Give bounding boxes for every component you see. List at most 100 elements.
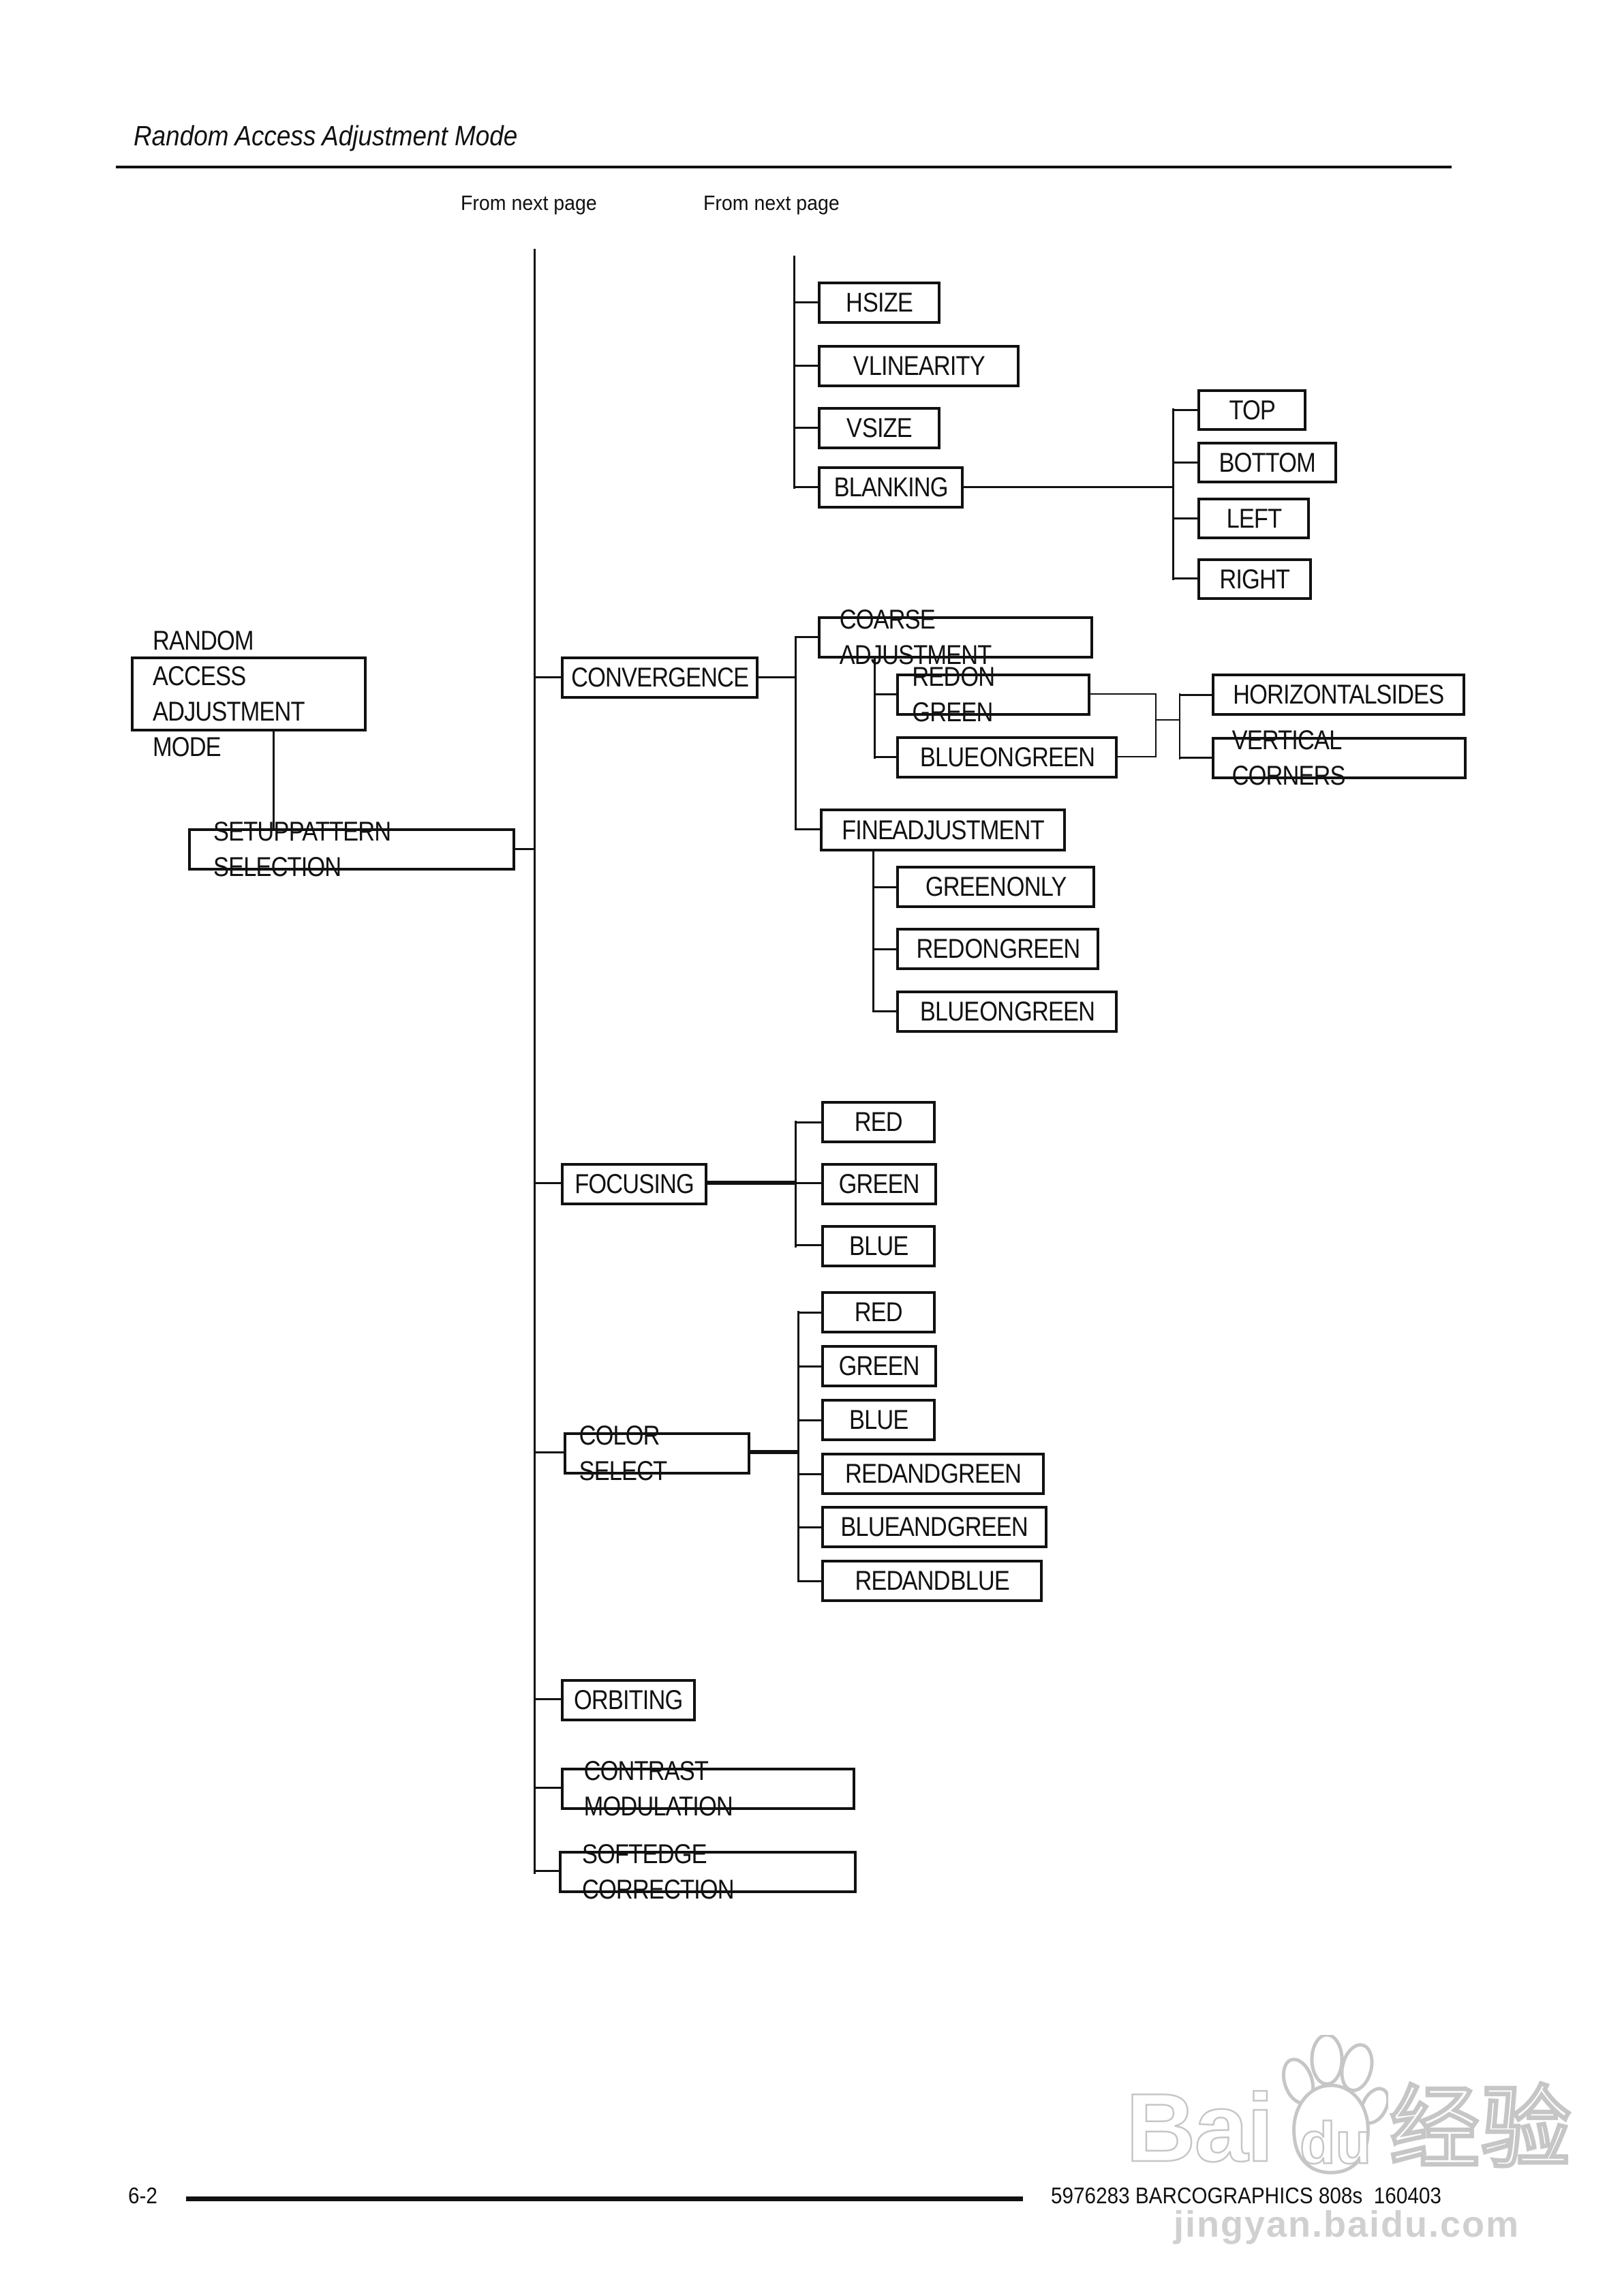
connector-line xyxy=(1155,719,1179,721)
menu-box-focusing-red: RED xyxy=(821,1101,936,1143)
connector-line xyxy=(797,1311,799,1582)
connector-line xyxy=(116,166,1452,168)
menu-box-label: V SIZE xyxy=(846,413,913,443)
menu-box-right: RIGHT xyxy=(1197,558,1312,600)
connector-line xyxy=(872,948,896,950)
connector-line xyxy=(795,1121,821,1123)
connector-line xyxy=(874,693,896,695)
page-title: Random Access Adjustment Mode xyxy=(134,120,518,151)
connector-line xyxy=(795,1121,797,1248)
connector-line xyxy=(534,249,536,1874)
menu-box-label: RED xyxy=(854,1297,903,1327)
menu-box-label: RED xyxy=(854,1107,903,1137)
menu-box-label: SOFT EDGE CORRECTION xyxy=(582,1839,735,1905)
menu-box-color-select-red: RED xyxy=(821,1291,936,1333)
connector-line xyxy=(515,848,534,850)
menu-box-orbiting: ORBITING xyxy=(561,1679,696,1721)
connector-line xyxy=(797,1419,821,1421)
menu-box-label: RIGHT xyxy=(1219,564,1291,594)
connector-line xyxy=(1179,693,1180,759)
menu-box-contrast-modulation: CONTRAST MODULATION xyxy=(561,1756,855,1822)
connector-line xyxy=(874,659,876,759)
menu-box-fine-adjustment: FINE ADJUSTMENT xyxy=(820,809,1066,851)
connector-line xyxy=(797,1580,821,1582)
menu-box-label: ORBITING xyxy=(574,1685,683,1715)
menu-box-label: RANDOM ACCESS ADJUSTMENT MODE xyxy=(153,626,305,762)
menu-box-setup-pattern-selection: SETUP PATTERN SELECTION xyxy=(188,817,515,882)
menu-box-green-only: GREEN ONLY xyxy=(896,866,1095,908)
menu-box-label: VERTICAL CORNERS xyxy=(1231,725,1346,791)
connector-line xyxy=(793,301,818,303)
connector-line xyxy=(1172,409,1197,411)
menu-box-coarse-adjustment: COARSE ADJUSTMENT xyxy=(818,605,1093,670)
connector-line xyxy=(795,1182,821,1184)
menu-box-color-select: COLOR SELECT xyxy=(564,1421,750,1486)
baidu-du-text: du xyxy=(1299,2111,1373,2176)
connector-line xyxy=(793,256,795,489)
from-next-page-label-right: From next page xyxy=(703,191,840,215)
menu-box-focusing: FOCUSING xyxy=(561,1163,707,1205)
menu-box-label: BLUE xyxy=(848,1231,908,1261)
menu-box-v-linearity: V LINEARITY xyxy=(818,345,1020,387)
menu-box-label: V LINEARITY xyxy=(853,351,985,381)
connector-line xyxy=(534,1787,561,1789)
menu-box-v-size: V SIZE xyxy=(818,407,940,449)
menu-box-label: CONVERGENCE xyxy=(570,663,749,693)
connector-line xyxy=(534,1451,564,1453)
baidu-watermark-text: Bai xyxy=(1125,2074,1274,2182)
menu-box-red-and-green: RED AND GREEN xyxy=(821,1453,1045,1495)
menu-box-top: TOP xyxy=(1197,389,1306,431)
menu-box-label: H SIZE xyxy=(846,288,913,318)
connector-line xyxy=(795,1244,821,1246)
connector-line xyxy=(793,486,818,488)
menu-box-label: BLUE ON GREEN xyxy=(919,997,1095,1027)
connector-line xyxy=(1172,462,1197,464)
menu-box-h-size: H SIZE xyxy=(818,282,940,324)
connector-line xyxy=(759,676,795,678)
menu-box-label: RED ON GREEN xyxy=(916,934,1080,964)
menu-box-horizontal-sides: HORIZONTAL SIDES xyxy=(1212,674,1465,716)
connector-line xyxy=(1179,694,1212,696)
connector-line xyxy=(273,731,275,828)
connector-line xyxy=(1090,693,1155,695)
connector-line xyxy=(750,1450,797,1454)
menu-box-color-select-blue: BLUE xyxy=(821,1399,936,1441)
connector-line xyxy=(795,828,820,830)
connector-line xyxy=(797,1312,821,1314)
menu-box-label: RED ON GREEN xyxy=(912,662,995,727)
connector-line xyxy=(707,1181,795,1185)
menu-box-left: LEFT xyxy=(1197,498,1310,539)
menu-box-label: SETUP PATTERN SELECTION xyxy=(213,817,391,882)
connector-line xyxy=(874,756,896,758)
connector-line xyxy=(793,427,818,429)
connector-line xyxy=(534,1182,561,1184)
connector-line xyxy=(797,1473,821,1475)
baidu-jingyan-text: 经验 xyxy=(1389,2079,1572,2179)
connector-line xyxy=(797,1526,821,1528)
menu-box-label: FINE ADJUSTMENT xyxy=(842,815,1044,845)
menu-box-label: TOP xyxy=(1229,395,1275,425)
baidu-paw-icon: du xyxy=(1274,2033,1390,2177)
connector-line xyxy=(795,636,797,830)
menu-box-red-on-green-fine: RED ON GREEN xyxy=(896,928,1099,970)
footer-doc-reference: 5976283 BARCOGRAPHICS 808s 160403 xyxy=(1051,2183,1441,2208)
connector-line xyxy=(795,636,818,638)
menu-box-bottom: BOTTOM xyxy=(1197,442,1337,483)
menu-box-label: LEFT xyxy=(1226,503,1282,534)
baidu-watermark: Bai du 经验 xyxy=(1125,2033,1572,2182)
connector-line xyxy=(1172,577,1197,579)
connector-line xyxy=(1172,517,1197,519)
menu-box-label: FOCUSING xyxy=(575,1169,694,1199)
connector-line xyxy=(1155,693,1157,757)
menu-box-blanking: BLANKING xyxy=(818,466,964,509)
menu-box-label: GREEN xyxy=(838,1169,920,1199)
connector-line xyxy=(793,365,818,367)
menu-box-red-and-blue: RED AND BLUE xyxy=(821,1560,1043,1602)
menu-box-label: COARSE ADJUSTMENT xyxy=(839,605,992,670)
menu-box-red-on-green-coarse: RED ON GREEN xyxy=(896,662,1090,727)
menu-box-soft-edge-correction: SOFT EDGE CORRECTION xyxy=(559,1839,857,1905)
menu-box-label: RED AND GREEN xyxy=(844,1459,1022,1489)
footer-page-number: 6-2 xyxy=(128,2183,157,2208)
connector-line xyxy=(964,486,1172,488)
